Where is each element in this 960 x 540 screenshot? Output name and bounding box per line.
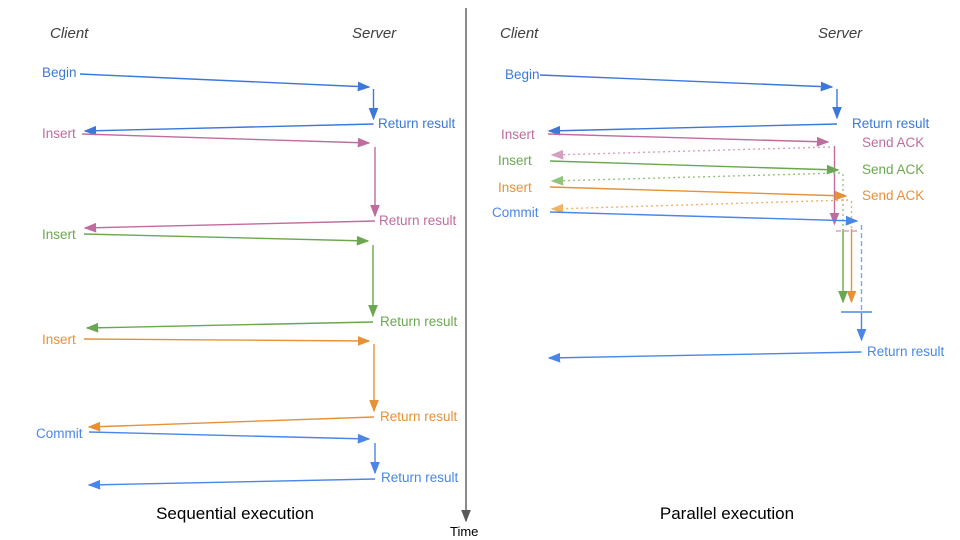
par-insert2-ack-label: Send ACK bbox=[862, 162, 924, 177]
par-insert3-ack-label: Send ACK bbox=[862, 188, 924, 203]
par-begin-request-arrow bbox=[539, 74, 834, 92]
seq-commit-request-arrow bbox=[88, 431, 371, 444]
seq-begin-label: Begin bbox=[42, 65, 77, 80]
seq-insert2-request-arrow bbox=[83, 233, 370, 246]
seq-begin-request-arrow bbox=[79, 73, 371, 92]
seq-server-lifeline-header: Server bbox=[352, 25, 397, 42]
seq-client-lifeline-header: Client bbox=[50, 25, 89, 42]
seq-insert3-return-label: Return result bbox=[380, 409, 458, 424]
parallel-title: Parallel execution bbox=[660, 504, 794, 523]
seq-insert3-label: Insert bbox=[42, 332, 76, 347]
seq-insert2-label: Insert bbox=[42, 227, 76, 242]
seq-begin-return-arrow bbox=[83, 123, 374, 136]
par-insert3-request-arrow bbox=[549, 186, 848, 201]
par-insert1-ack-dotted-arrow bbox=[550, 146, 831, 160]
time-axis-label: Time bbox=[450, 524, 478, 539]
seq-insert2-return-label: Return result bbox=[380, 314, 458, 329]
par-begin-return-label: Return result bbox=[852, 116, 930, 131]
par-insert2-request-arrow bbox=[549, 160, 840, 175]
par-commit-label: Commit bbox=[492, 205, 539, 220]
par-begin-return-arrow bbox=[547, 123, 838, 136]
par-client-lifeline-header: Client bbox=[500, 25, 539, 42]
par-insert2-label: Insert bbox=[498, 153, 532, 168]
par-insert1-request-arrow bbox=[547, 133, 830, 147]
seq-insert1-label: Insert bbox=[42, 126, 76, 141]
seq-insert3-return-arrow bbox=[87, 416, 375, 432]
par-insert1-ack-label: Send ACK bbox=[862, 135, 924, 150]
seq-insert1-return-arrow bbox=[83, 220, 376, 233]
par-insert1-label: Insert bbox=[501, 127, 535, 142]
sequential-title: Sequential execution bbox=[156, 504, 314, 523]
seq-insert2-return-arrow bbox=[85, 321, 374, 333]
par-commit-request-arrow bbox=[549, 211, 859, 226]
par-insert3-ack-dotted-arrow bbox=[550, 199, 849, 214]
par-insert3-label: Insert bbox=[498, 180, 532, 195]
seq-insert1-return-label: Return result bbox=[379, 213, 457, 228]
seq-commit-return-arrow bbox=[87, 478, 376, 490]
par-insert2-ack-dotted-arrow bbox=[550, 172, 841, 186]
seq-begin-return-label: Return result bbox=[378, 116, 456, 131]
seq-commit-label: Commit bbox=[36, 426, 83, 441]
seq-insert3-request-arrow bbox=[83, 336, 371, 346]
seq-insert1-request-arrow bbox=[81, 133, 371, 148]
par-commit-return-arrow bbox=[547, 351, 862, 363]
par-server-lifeline-header: Server bbox=[818, 25, 863, 42]
par-begin-label: Begin bbox=[505, 67, 540, 82]
par-commit-return-label: Return result bbox=[867, 344, 945, 359]
seq-commit-return-label: Return result bbox=[381, 470, 459, 485]
